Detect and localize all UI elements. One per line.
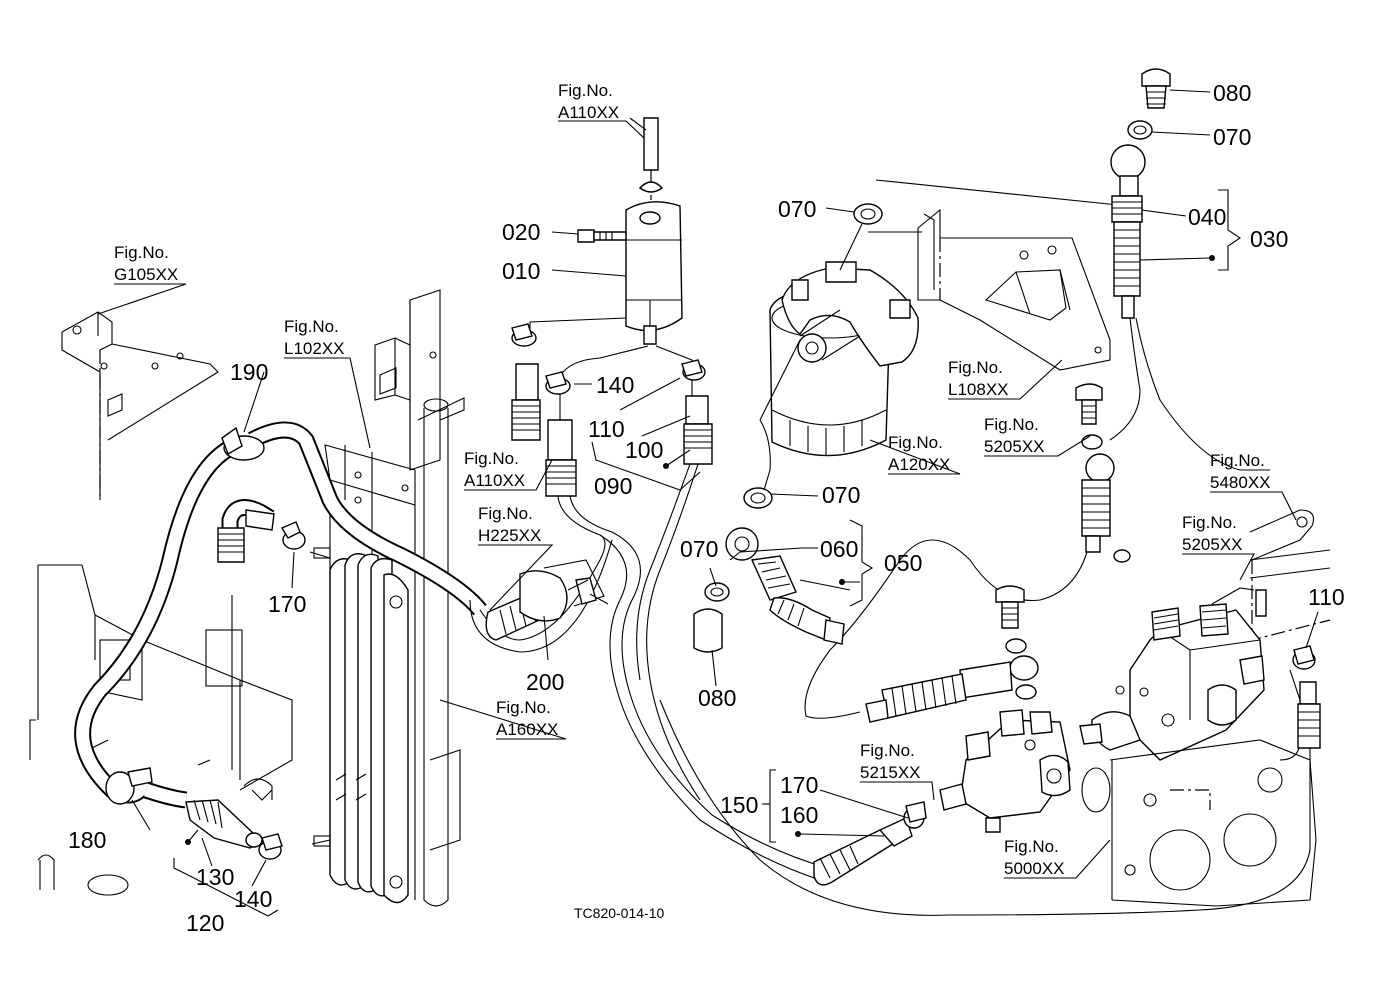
part-label-180: 180 (68, 827, 106, 853)
fig-ref-5205a-code: 5205XX (984, 437, 1045, 456)
clamp-pump-upper (511, 323, 537, 347)
fig-ref-a110-top-line1: Fig.No. (558, 81, 613, 100)
main-fuel-lines (469, 317, 1318, 916)
oil-cooler-core (309, 547, 409, 904)
clamp-170-low (903, 801, 927, 829)
part-label-110-mid: 110 (588, 416, 625, 442)
part-label-110-right: 110 (1308, 584, 1345, 610)
part-label-070-left: 070 (680, 536, 718, 562)
hose-200-h225 (485, 559, 609, 641)
washer-070-left (704, 582, 730, 602)
part-label-080-top: 080 (1213, 80, 1251, 106)
part-label-140-low: 140 (234, 886, 272, 912)
fig-ref-a160-line1: Fig.No. (496, 698, 551, 717)
fig-ref-5480-code: 5480XX (1210, 473, 1271, 492)
fig-ref-5215-line1: Fig.No. (860, 741, 915, 760)
pump-connector-a110 (638, 117, 664, 200)
clamp-190 (221, 426, 265, 461)
part-label-070-upper: 070 (778, 196, 816, 222)
fuel-pump-010 (625, 201, 683, 345)
part-label-080-left: 080 (698, 685, 736, 711)
washer-070-mid (743, 487, 773, 509)
part-label-130: 130 (196, 864, 234, 890)
bracket-5480 (1249, 509, 1331, 641)
joint-hose-left-upper (217, 509, 275, 563)
fig-ref-a110-mid-code: A110XX (464, 471, 525, 490)
fig-ref-5480-line1: Fig.No. (1210, 451, 1265, 470)
left-bracket-g105 (61, 311, 219, 500)
banjo-bolt-080-top (1141, 68, 1171, 109)
bolt-020 (577, 229, 627, 243)
fig-ref-a120-line1: Fig.No. (888, 433, 943, 452)
fig-ref-l102-line1: Fig.No. (284, 317, 339, 336)
fig-ref-a110-mid-line1: Fig.No. (464, 449, 519, 468)
clamp-170-left (280, 521, 306, 550)
fig-ref-a160-code: A160XX (496, 720, 558, 739)
part-label-140-mid: 140 (596, 372, 634, 398)
fig-ref-h225-line1: Fig.No. (478, 504, 533, 523)
clamp-110-right-hose (1292, 645, 1321, 749)
part-label-030: 030 (1250, 226, 1288, 252)
hose-150 (813, 817, 913, 886)
washer-070-top (1127, 120, 1153, 140)
injection-pump-5205 (1079, 587, 1265, 761)
pump-banjo-hose (865, 585, 1039, 723)
fig-ref-a110-top-code: A110XX (558, 103, 619, 122)
clamp-110-mid (681, 359, 706, 381)
pump-hoses (511, 317, 713, 497)
hose-assembly-050 (725, 339, 851, 645)
fig-ref-l108-code: L108XX (948, 380, 1009, 399)
fig-ref-l108-line1: Fig.No. (948, 358, 1003, 377)
fig-ref-5205b-code: 5205XX (1182, 535, 1243, 554)
feed-pump-5215 (939, 709, 1071, 833)
fig-ref-5000-code: 5000XX (1004, 859, 1065, 878)
part-label-060: 060 (820, 536, 858, 562)
leader-lines (131, 89, 1319, 917)
part-label-150: 150 (720, 792, 758, 818)
fig-ref-5205a-line1: Fig.No. (984, 415, 1039, 434)
part-label-070-top: 070 (1213, 124, 1251, 150)
part-label-120: 120 (186, 910, 224, 936)
vertical-pipe-a160 (417, 397, 465, 907)
fig-ref-g105-line1: Fig.No. (114, 243, 169, 262)
filter-bracket-l108 (868, 179, 1119, 371)
part-label-190: 190 (230, 359, 268, 385)
engine-block-5000 (1081, 669, 1321, 907)
washer-070-upper (839, 203, 883, 271)
drawing-code: TC820-014-10 (574, 905, 664, 921)
clamp-140-low (258, 833, 283, 860)
hose-assembly-030 (1110, 144, 1146, 319)
part-label-170-left: 170 (268, 591, 306, 617)
left-frame-panel (29, 564, 293, 896)
fig-ref-5000-line1: Fig.No. (1004, 837, 1059, 856)
fig-ref-h225-code: H225XX (478, 526, 541, 545)
banjo-bolt-080-left (693, 608, 723, 653)
part-label-010: 010 (502, 258, 540, 284)
hose-130 (185, 799, 263, 849)
part-label-200: 200 (526, 669, 564, 695)
right-banjo-bolt (1075, 383, 1131, 563)
part-label-100: 100 (625, 437, 663, 463)
fig-ref-g105-code: G105XX (114, 265, 178, 284)
clamp-140-mid (545, 371, 571, 395)
fig-ref-leaders (97, 120, 1297, 879)
part-label-090: 090 (594, 473, 632, 499)
fig-ref-5205b-line1: Fig.No. (1182, 513, 1237, 532)
part-label-040: 040 (1188, 204, 1226, 230)
clamp-180 (105, 767, 153, 805)
fig-ref-l102-code: L102XX (284, 339, 345, 358)
part-label-070-mid: 070 (822, 482, 860, 508)
fuel-filter-a120 (769, 261, 919, 457)
part-label-020: 020 (502, 219, 540, 245)
part-label-050: 050 (884, 550, 922, 576)
part-label-160: 160 (780, 802, 818, 828)
part-label-170-low: 170 (780, 772, 818, 798)
fig-ref-5215-code: 5215XX (860, 763, 921, 782)
fig-ref-a120-code: A120XX (888, 455, 950, 474)
